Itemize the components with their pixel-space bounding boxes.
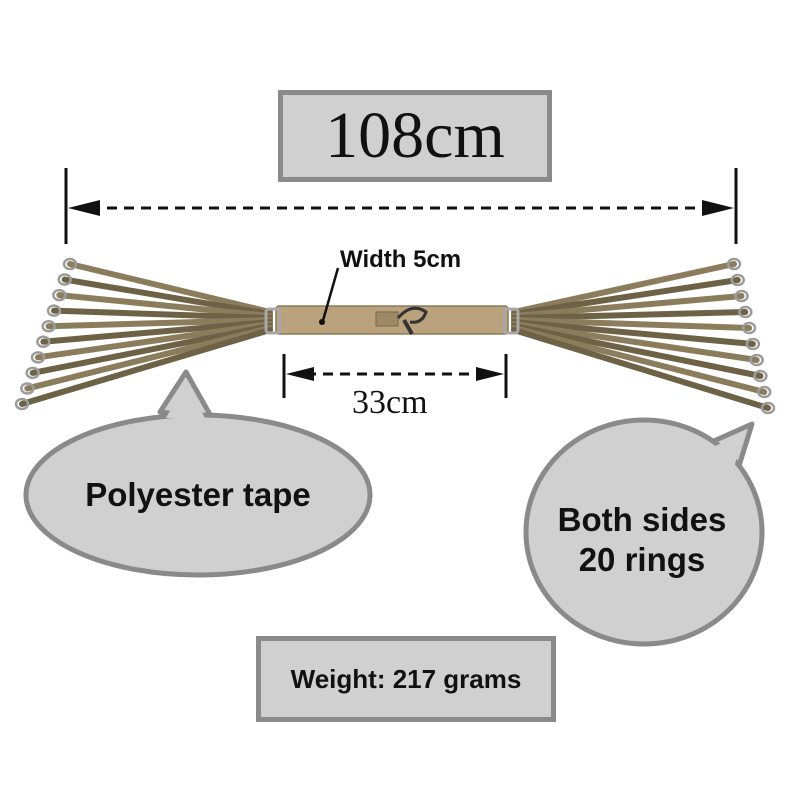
right-strap — [511, 309, 749, 321]
right-ring-icon — [749, 353, 764, 367]
left-ring-icon — [14, 397, 30, 411]
left-strap — [45, 317, 273, 330]
left-strap — [40, 319, 273, 345]
rings-callout-line2: 20 rings — [578, 541, 706, 578]
arrow-left-icon — [68, 200, 100, 216]
right-ring-icon — [741, 321, 757, 335]
right-ring-icon — [760, 401, 776, 415]
left-strap — [51, 307, 273, 321]
width-label: Width 5cm — [340, 246, 462, 273]
right-strap — [511, 325, 768, 395]
left-ring-icon — [30, 351, 46, 364]
left-ring-icon — [41, 319, 56, 333]
hook-clip-icon — [396, 306, 428, 324]
width-pointer — [319, 267, 340, 325]
weight-label: Weight: 217 grams — [256, 636, 556, 722]
center-pad — [264, 305, 520, 335]
left-strap — [29, 323, 273, 376]
material-callout-text: Polyester tape — [85, 476, 311, 513]
right-strap — [511, 327, 771, 411]
right-ring-icon — [738, 305, 753, 319]
rings-callout-line1: Both sides — [557, 501, 727, 538]
right-ring-icon — [730, 273, 746, 287]
arrow-right-icon — [702, 200, 734, 216]
left-strap — [24, 325, 273, 392]
right-strap — [511, 323, 764, 379]
left-ring-icon — [46, 304, 62, 317]
arrow-left-icon — [286, 367, 314, 381]
left-strap — [19, 327, 273, 407]
left-ring-icon — [57, 273, 72, 286]
total-length-label: 108cm — [278, 90, 552, 182]
right-strap — [511, 319, 756, 347]
right-strap-fan — [511, 257, 776, 415]
right-buckle-ring-icon — [502, 307, 520, 335]
material-callout-bubble — [23, 369, 373, 578]
right-ring-icon — [756, 385, 772, 399]
left-buckle-ring-icon — [264, 307, 282, 335]
left-ring-icon — [25, 366, 40, 380]
total-length-text: 108cm — [325, 99, 505, 172]
right-ring-icon — [745, 337, 761, 351]
right-ring-icon — [753, 369, 768, 383]
right-strap — [511, 293, 745, 319]
total-length-dimension — [64, 168, 738, 244]
right-strap — [511, 317, 753, 331]
right-strap — [511, 261, 737, 315]
right-strap — [511, 277, 741, 317]
left-strap — [35, 321, 273, 361]
left-ring-icon — [20, 382, 35, 395]
center-length-label: 33cm — [352, 384, 428, 421]
rings-callout-text: Both sides 20 rings — [532, 440, 752, 640]
left-strap-fan — [14, 257, 273, 411]
left-strap — [56, 292, 273, 319]
left-strap — [67, 261, 273, 315]
left-strap — [61, 276, 273, 317]
right-ring-icon — [726, 257, 742, 271]
right-strap — [511, 321, 760, 363]
left-ring-icon — [52, 288, 67, 302]
center-length-dimension — [282, 354, 508, 398]
right-ring-icon — [734, 289, 749, 303]
weight-text: Weight: 217 grams — [290, 663, 522, 694]
rings-callout-bubble — [523, 417, 765, 647]
left-ring-icon — [36, 335, 51, 349]
left-ring-icon — [62, 257, 78, 271]
arrow-right-icon — [476, 367, 504, 381]
